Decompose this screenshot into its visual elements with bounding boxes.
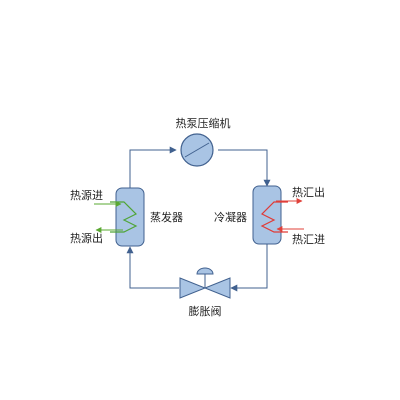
evaporator-label: 蒸发器: [150, 210, 183, 224]
expansion-valve-label: 膨胀阀: [189, 304, 222, 318]
heat-sink-in-label: 热汇进: [292, 233, 325, 246]
heat-sink-out-label: 热汇出: [292, 185, 325, 199]
refrigerant-loop: [126, 146, 271, 292]
condenser-coil: [260, 201, 288, 233]
heat-source-streams: 热源进 热源出: [70, 188, 123, 245]
pipe-compressor-to-condenser: [218, 149, 271, 187]
heat-source-in-label: 热源进: [70, 188, 103, 202]
condenser: 冷凝器: [214, 185, 288, 245]
compressor-label: 热泵压缩机: [176, 116, 231, 130]
expansion-valve-actuator: [196, 267, 214, 275]
pipe-evaporator-to-compressor: [129, 146, 177, 188]
pipe-valve-to-evaporator: [126, 246, 179, 289]
compressor-inner-line: [184, 142, 210, 158]
condenser-vessel: [252, 185, 282, 245]
evaporator: 蒸发器: [110, 187, 183, 247]
evaporator-coil: [110, 201, 138, 233]
compressor: 热泵压缩机: [176, 116, 231, 167]
expansion-valve: 膨胀阀: [179, 267, 231, 318]
heat-sink-streams: 热汇出 热汇进: [276, 185, 325, 246]
condenser-label: 冷凝器: [214, 210, 247, 224]
pipe-condenser-to-valve: [230, 243, 268, 292]
heat-source-out-label: 热源出: [70, 231, 103, 245]
